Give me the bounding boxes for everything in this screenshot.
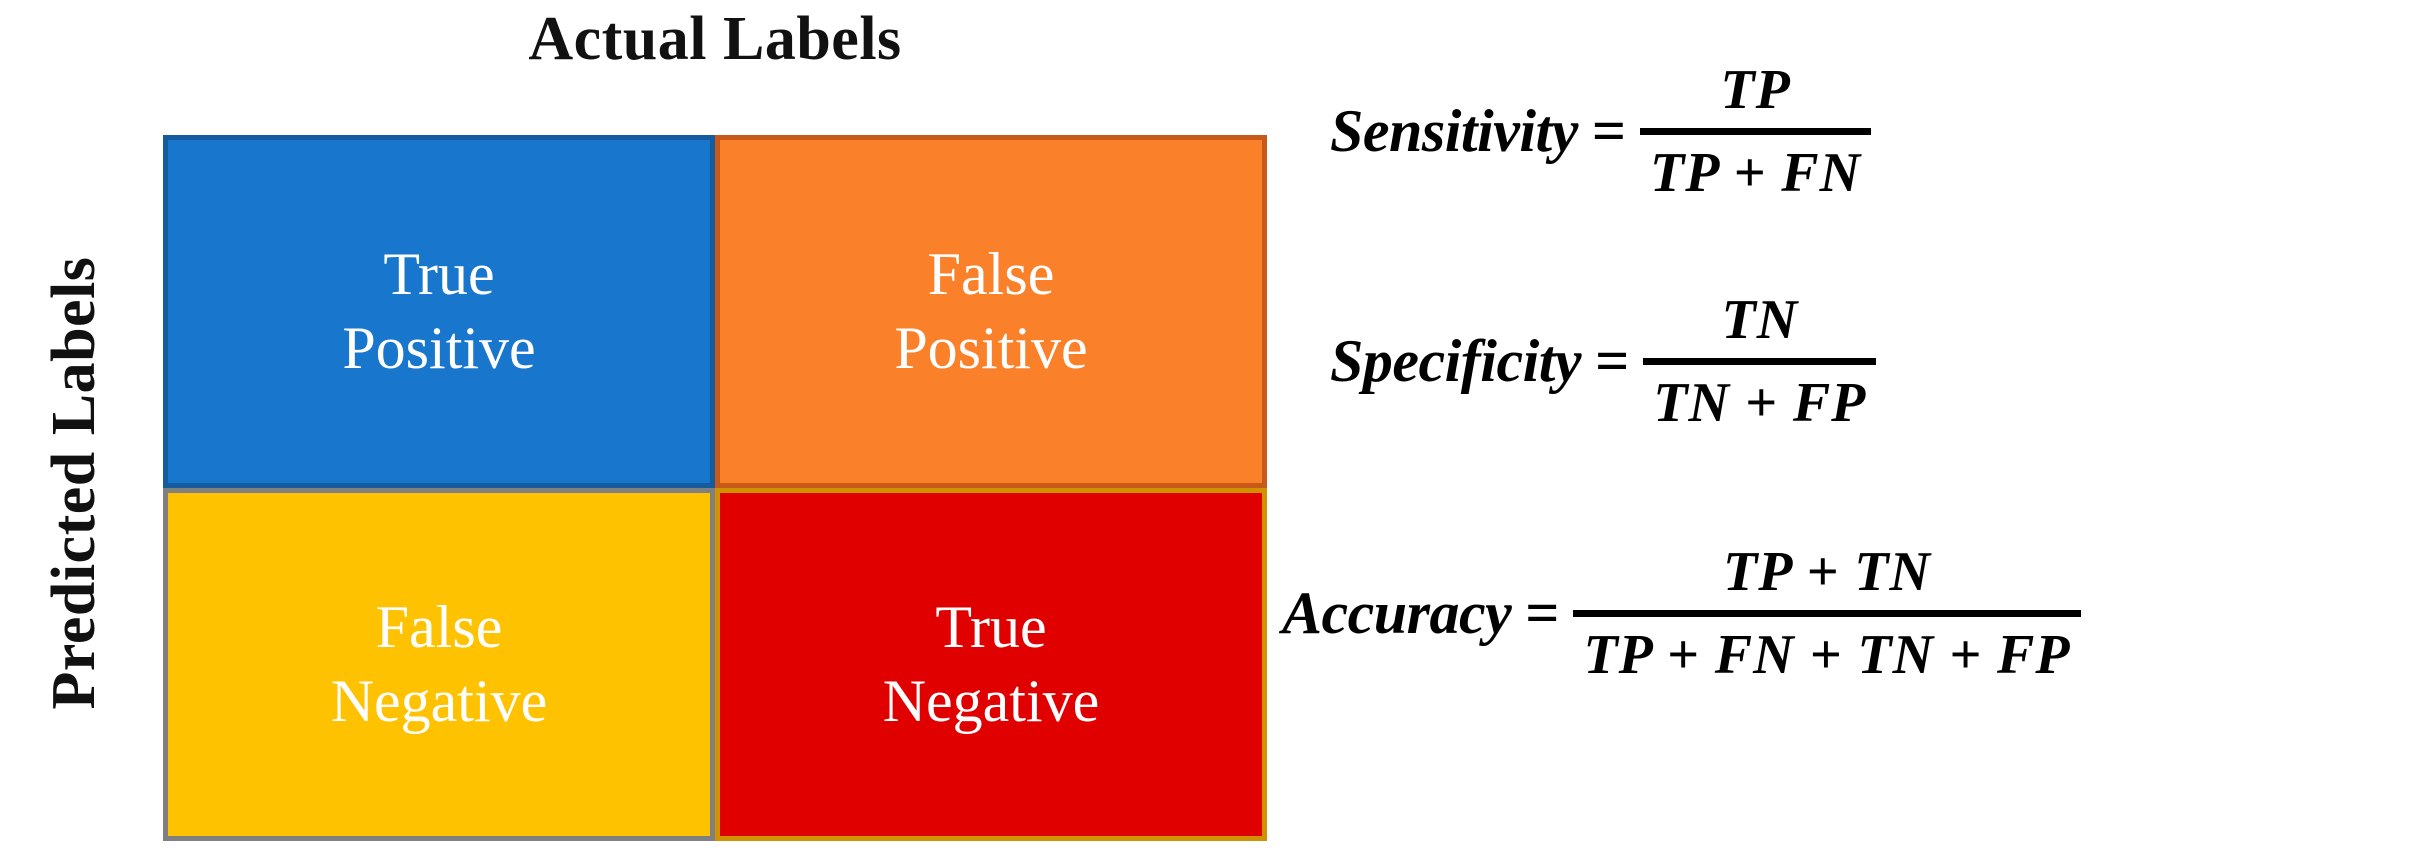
fraction-sensitivity: TP TP + FN [1640, 58, 1872, 206]
matrix-cell-label-line2: Negative [882, 667, 1100, 734]
metric-formulas-panel: Sensitivity = TP TP + FN Specificity = T… [1282, 0, 2418, 863]
matrix-cell-label-line2: Positive [342, 314, 536, 381]
matrix-cell-label-line1: True [383, 241, 495, 308]
actual-labels-axis-title: Actual Labels [528, 5, 902, 73]
matrix-cell-label-line1: False [927, 241, 1055, 308]
matrix-cell-false-positive: False Positive [715, 135, 1267, 488]
formula-accuracy: Accuracy = TP + TN TP + FN + TN + FP [1282, 540, 2081, 688]
formula-sensitivity: Sensitivity = TP TP + FN [1330, 58, 1872, 206]
formula-name-specificity: Specificity [1330, 328, 1582, 395]
equals-sign: = [1591, 98, 1627, 165]
formula-name-sensitivity: Sensitivity [1330, 98, 1578, 165]
fraction-bar [1643, 358, 1877, 366]
formula-name-accuracy: Accuracy [1282, 580, 1512, 647]
fraction-numerator: TP [1720, 59, 1791, 121]
matrix-cell-label-line2: Positive [894, 314, 1088, 381]
fraction-numerator: TP + TN [1723, 541, 1931, 603]
fraction-bar [1573, 610, 2081, 618]
fraction-denominator: TP + FN + TN + FP [1583, 624, 2071, 687]
matrix-cell-label-line2: Negative [330, 667, 548, 734]
matrix-cell-true-positive: True Positive [163, 135, 715, 488]
confusion-matrix-panel: Actual Labels Predicted Labels True Posi… [40, 5, 1267, 841]
fraction-bar [1640, 128, 1872, 136]
formula-specificity: Specificity = TN TN + FP [1330, 288, 1877, 436]
predicted-labels-axis-title: Predicted Labels [40, 256, 108, 710]
matrix-cell-false-negative: False Negative [163, 488, 715, 841]
equals-sign: = [1595, 328, 1630, 395]
matrix-cell-label-line1: True [935, 594, 1047, 661]
fraction-accuracy: TP + TN TP + FN + TN + FP [1573, 540, 2081, 688]
matrix-cell-true-negative: True Negative [715, 488, 1267, 841]
equals-sign: = [1525, 580, 1560, 647]
fraction-denominator: TP + FN [1650, 142, 1862, 205]
fraction-numerator: TN [1721, 289, 1799, 351]
confusion-matrix-grid: True Positive False Positive False Negat… [163, 135, 1267, 841]
fraction-denominator: TN + FP [1653, 372, 1867, 435]
fraction-specificity: TN TN + FP [1643, 288, 1877, 436]
matrix-cell-label-line1: False [375, 594, 503, 661]
